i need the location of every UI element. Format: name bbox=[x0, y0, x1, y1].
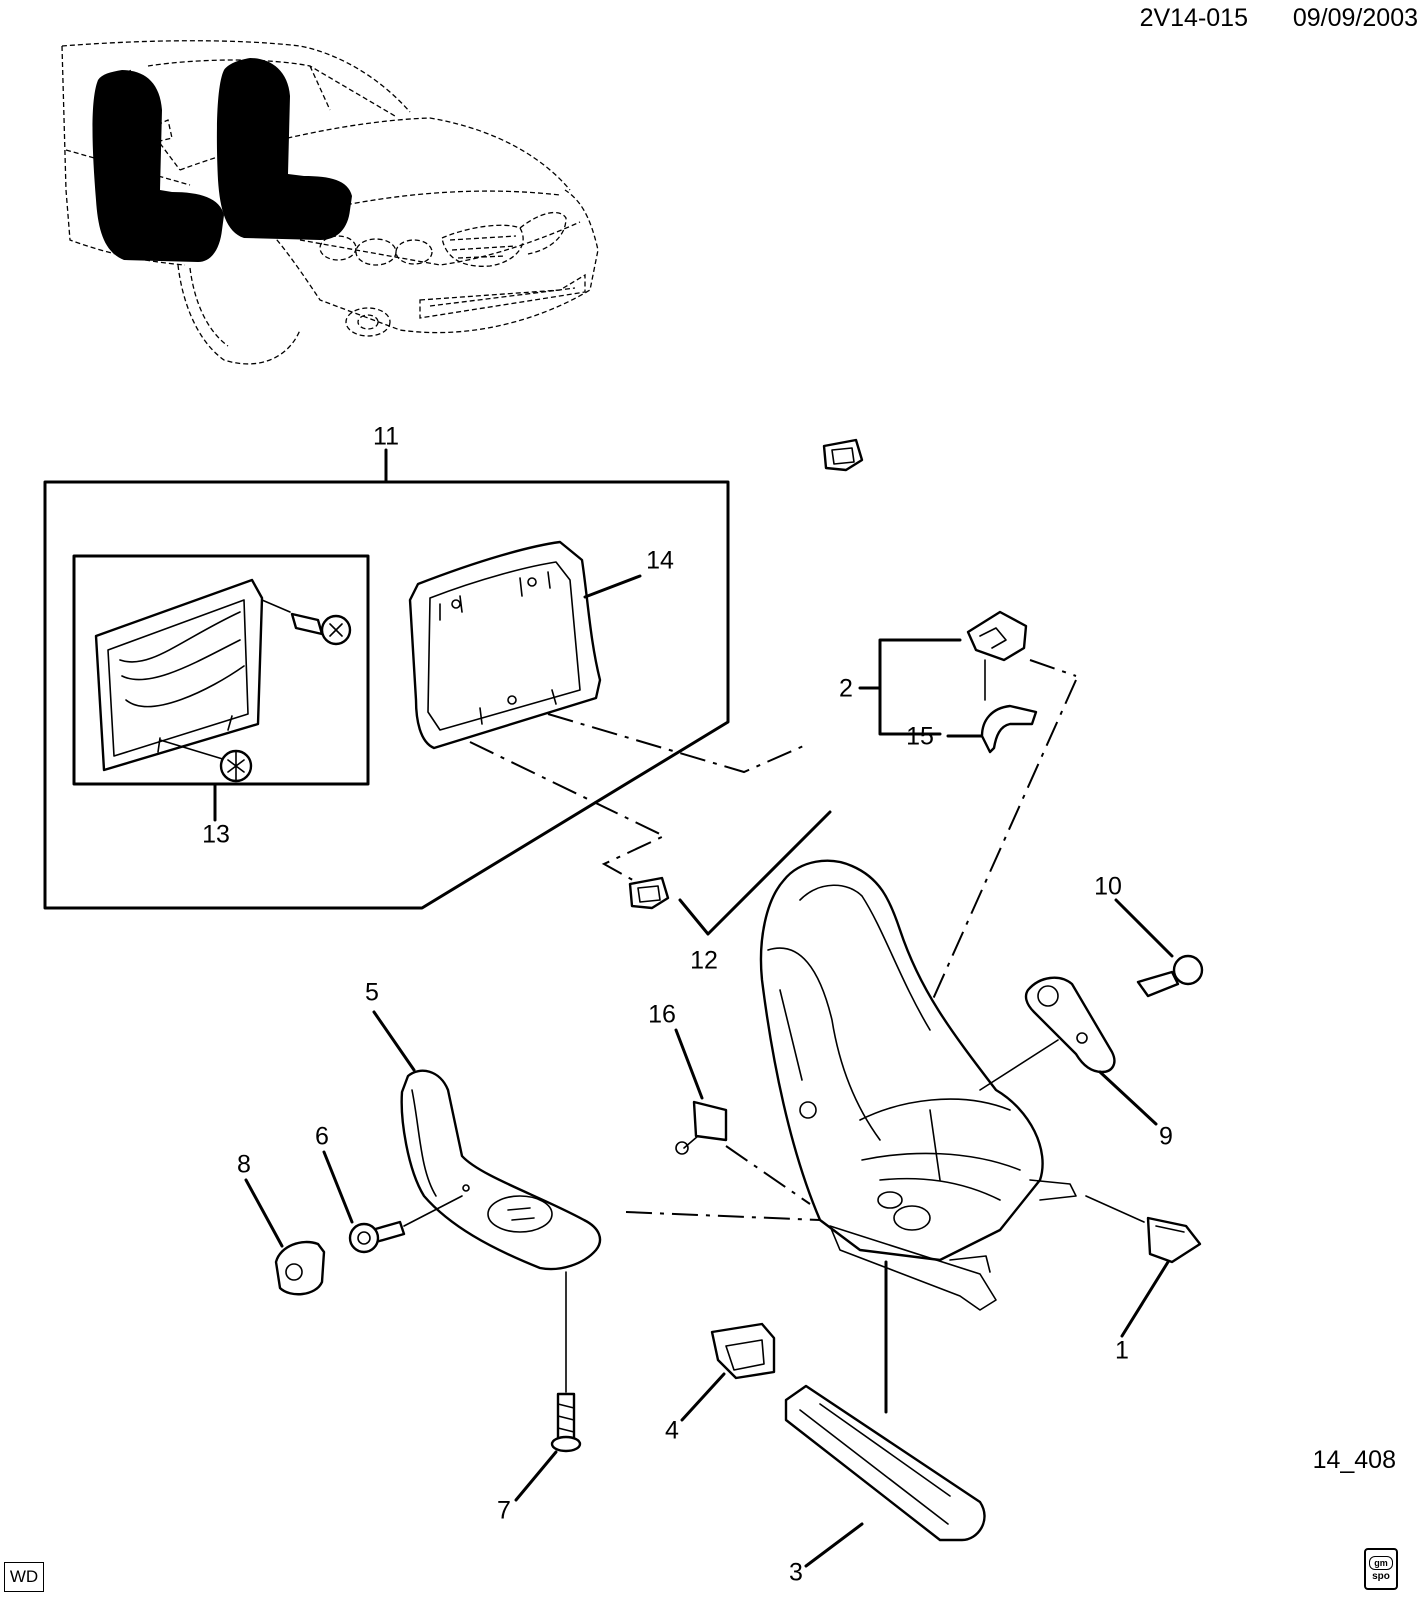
vehicle-locator-illustration bbox=[61, 40, 599, 365]
callout-14: 14 bbox=[646, 547, 674, 575]
callout-3: 3 bbox=[789, 1559, 803, 1587]
badge-top-text: gm bbox=[1369, 1556, 1393, 1570]
seat-side-panel bbox=[372, 1010, 821, 1271]
drawing-date: 09/09/2003 bbox=[1293, 4, 1418, 32]
fasteners-left bbox=[244, 1150, 463, 1296]
map-pocket-panel bbox=[94, 578, 352, 783]
seat-assembly bbox=[759, 859, 1077, 1311]
callout-2: 2 bbox=[839, 675, 853, 703]
callout-10: 10 bbox=[1094, 873, 1122, 901]
callout-9: 9 bbox=[1159, 1123, 1173, 1151]
push-retainer bbox=[514, 1271, 582, 1502]
track-cover bbox=[1085, 1195, 1202, 1338]
seatback-frame bbox=[408, 540, 642, 750]
callout-4: 4 bbox=[665, 1417, 679, 1445]
badge-bottom-text: spo bbox=[1372, 1571, 1390, 1582]
recliner-plate bbox=[979, 898, 1204, 1126]
seat-switch bbox=[674, 1028, 811, 1205]
wd-label: WD bbox=[4, 1562, 44, 1592]
gm-spo-badge: gm spo bbox=[1364, 1548, 1398, 1590]
callout-15: 15 bbox=[906, 723, 934, 751]
callout-16: 16 bbox=[648, 1001, 676, 1029]
callout-13: 13 bbox=[202, 821, 230, 849]
drawing-code: 2V14-015 bbox=[1140, 4, 1248, 32]
illustration-number: 14_408 bbox=[1313, 1446, 1396, 1474]
assembly-group-11 bbox=[43, 448, 730, 910]
callout-1: 1 bbox=[1115, 1337, 1129, 1365]
callout-6: 6 bbox=[315, 1123, 329, 1151]
lower-trim bbox=[784, 1260, 986, 1568]
callout-7: 7 bbox=[497, 1497, 511, 1525]
callout-8: 8 bbox=[237, 1151, 251, 1179]
callout-5: 5 bbox=[365, 979, 379, 1007]
adjuster-bracket bbox=[680, 1322, 776, 1422]
callout-12: 12 bbox=[690, 947, 718, 975]
callout-11: 11 bbox=[373, 423, 399, 451]
seatback-clips bbox=[469, 438, 864, 936]
